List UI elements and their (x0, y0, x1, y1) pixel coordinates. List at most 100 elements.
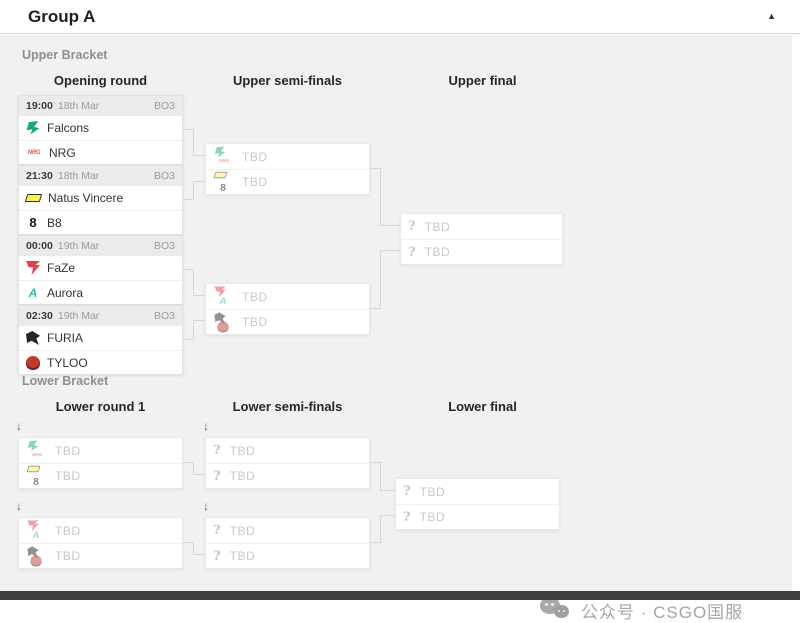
match-date: 18th Mar (57, 170, 100, 182)
question-icon: ? (403, 484, 411, 499)
tbd-slot[interactable]: ? TBD (396, 479, 559, 504)
bracket-connector (193, 462, 194, 475)
watermark-text: 公众号 · CSGO国服 (581, 602, 744, 622)
bracket-connector (193, 155, 205, 156)
team-row-navi[interactable]: Natus Vincere (19, 186, 182, 210)
tyloo-logo-icon (217, 320, 229, 333)
question-icon: ? (213, 468, 221, 484)
lower-bracket-label: Lower Bracket (22, 374, 109, 388)
bracket-connector (193, 295, 205, 296)
tbd-slot[interactable]: NRG TBD (19, 438, 182, 463)
team-name: TYLOO (47, 355, 88, 370)
tbd-label: TBD (242, 149, 268, 164)
tbd-slot[interactable]: ? TBD (206, 463, 369, 488)
match-card-faze-aurora[interactable]: 00:00 19th Mar BO3 FaZe A Aurora (18, 235, 183, 305)
tbd-slot[interactable]: ? TBD (396, 504, 559, 529)
team-row-tyloo[interactable]: TYLOO (19, 350, 182, 374)
bracket-connector (380, 462, 381, 491)
ghost-team-logos (213, 311, 233, 334)
lower-semi-final-2[interactable]: ? TBD ? TBD (205, 517, 370, 569)
ghost-team-logos: A (26, 519, 46, 542)
match-time: 00:00 (26, 240, 53, 252)
upper-semi-final-1[interactable]: NRG TBD 8 TBD (205, 143, 370, 195)
tbd-slot[interactable]: 8 TBD (19, 463, 182, 488)
bracket-connector (380, 168, 381, 226)
ghost-team-logos: NRG (213, 145, 233, 168)
bracket-connector (193, 269, 194, 296)
ghost-team-logos: 8 (213, 171, 233, 194)
bracket-connector (183, 129, 194, 130)
lower-round1-match-1[interactable]: NRG TBD 8 TBD (18, 437, 183, 489)
tbd-slot[interactable]: ? TBD (206, 543, 369, 568)
team-name: Falcons (47, 121, 90, 135)
tbd-label: TBD (55, 469, 81, 483)
b8-logo-icon: 8 (29, 215, 37, 230)
tbd-slot[interactable]: ? TBD (401, 214, 562, 239)
furia-logo-icon (26, 331, 40, 345)
tbd-label: TBD (424, 219, 451, 234)
upper-semi-final-2[interactable]: A TBD TBD (205, 283, 370, 335)
tbd-label: TBD (419, 510, 446, 524)
question-icon: ? (213, 443, 221, 458)
team-row-nrg[interactable]: NRG NRG (19, 140, 182, 164)
question-icon: ? (213, 548, 221, 564)
bracket-connector (380, 250, 400, 251)
team-row-aurora[interactable]: A Aurora (19, 280, 182, 304)
lower-round1-match-2[interactable]: A TBD TBD (18, 517, 183, 569)
faze-logo-icon (26, 261, 40, 275)
match-card-furia-tyloo[interactable]: 02:30 19th Mar BO3 FURIA TYLOO (18, 305, 183, 375)
match-card-navi-b8[interactable]: 21:30 18th Mar BO3 Natus Vincere 8 B8 (18, 165, 183, 235)
group-title: Group A (28, 6, 96, 26)
bracket-connector (380, 250, 381, 309)
team-row-furia[interactable]: FURIA (19, 326, 182, 350)
tbd-slot[interactable]: TBD (19, 543, 182, 568)
tbd-slot[interactable]: 8 TBD (206, 169, 369, 194)
tbd-slot[interactable]: TBD (206, 309, 369, 334)
bracket-connector (380, 515, 395, 516)
bracket-connector (193, 181, 194, 200)
furia-logo-icon (214, 311, 226, 324)
tbd-slot[interactable]: ? TBD (206, 518, 369, 543)
lower-semi-final-1[interactable]: ? TBD ? TBD (205, 437, 370, 489)
match-date: 18th Mar (57, 100, 100, 112)
column-header-upper-final: Upper final (448, 73, 517, 88)
tbd-slot[interactable]: A TBD (206, 284, 369, 309)
column-header-lower-round-1: Lower round 1 (55, 399, 146, 414)
column-header-opening-round: Opening round (53, 73, 148, 88)
tyloo-logo-icon (26, 355, 40, 370)
tbd-slot[interactable]: NRG TBD (206, 144, 369, 169)
drop-down-arrow-icon: ↓ (203, 499, 209, 513)
aurora-logo-icon: A (219, 295, 227, 307)
bracket-connector (380, 225, 400, 226)
nrg-logo-icon: NRG (32, 452, 42, 458)
match-card-falcons-nrg[interactable]: 19:00 18th Mar BO3 Falcons NRG NRG (18, 95, 183, 165)
wechat-icon (540, 597, 572, 623)
bracket-connector (183, 462, 194, 463)
tbd-label: TBD (229, 549, 256, 563)
team-name: FaZe (47, 261, 76, 275)
team-name: NRG (49, 145, 76, 160)
bracket-connector (370, 168, 381, 169)
ghost-team-logos (26, 545, 46, 568)
tbd-label: TBD (419, 484, 446, 499)
tbd-slot[interactable]: ? TBD (401, 239, 562, 264)
bracket-connector (380, 515, 381, 543)
column-header-upper-semi-finals: Upper semi-finals (232, 73, 343, 88)
bracket-connector (370, 462, 381, 463)
ghost-team-logos: A (213, 285, 233, 308)
tbd-slot[interactable]: ? TBD (206, 438, 369, 463)
upper-final[interactable]: ? TBD ? TBD (400, 213, 563, 265)
lower-final[interactable]: ? TBD ? TBD (395, 478, 560, 530)
group-header[interactable]: Group A ▲ (0, 0, 800, 34)
team-row-faze[interactable]: FaZe (19, 256, 182, 280)
team-row-b8[interactable]: 8 B8 (19, 210, 182, 234)
b8-logo-icon: 8 (33, 474, 39, 487)
aurora-logo-icon: A (28, 285, 38, 300)
watermark: 公众号 · CSGO国服 (540, 597, 743, 623)
tbd-slot[interactable]: A TBD (19, 518, 182, 543)
tbd-label: TBD (424, 245, 451, 259)
match-time: 21:30 (26, 170, 53, 182)
collapse-caret-icon[interactable]: ▲ (767, 11, 776, 21)
team-row-falcons[interactable]: Falcons (19, 116, 182, 140)
tyloo-logo-icon (30, 554, 42, 567)
